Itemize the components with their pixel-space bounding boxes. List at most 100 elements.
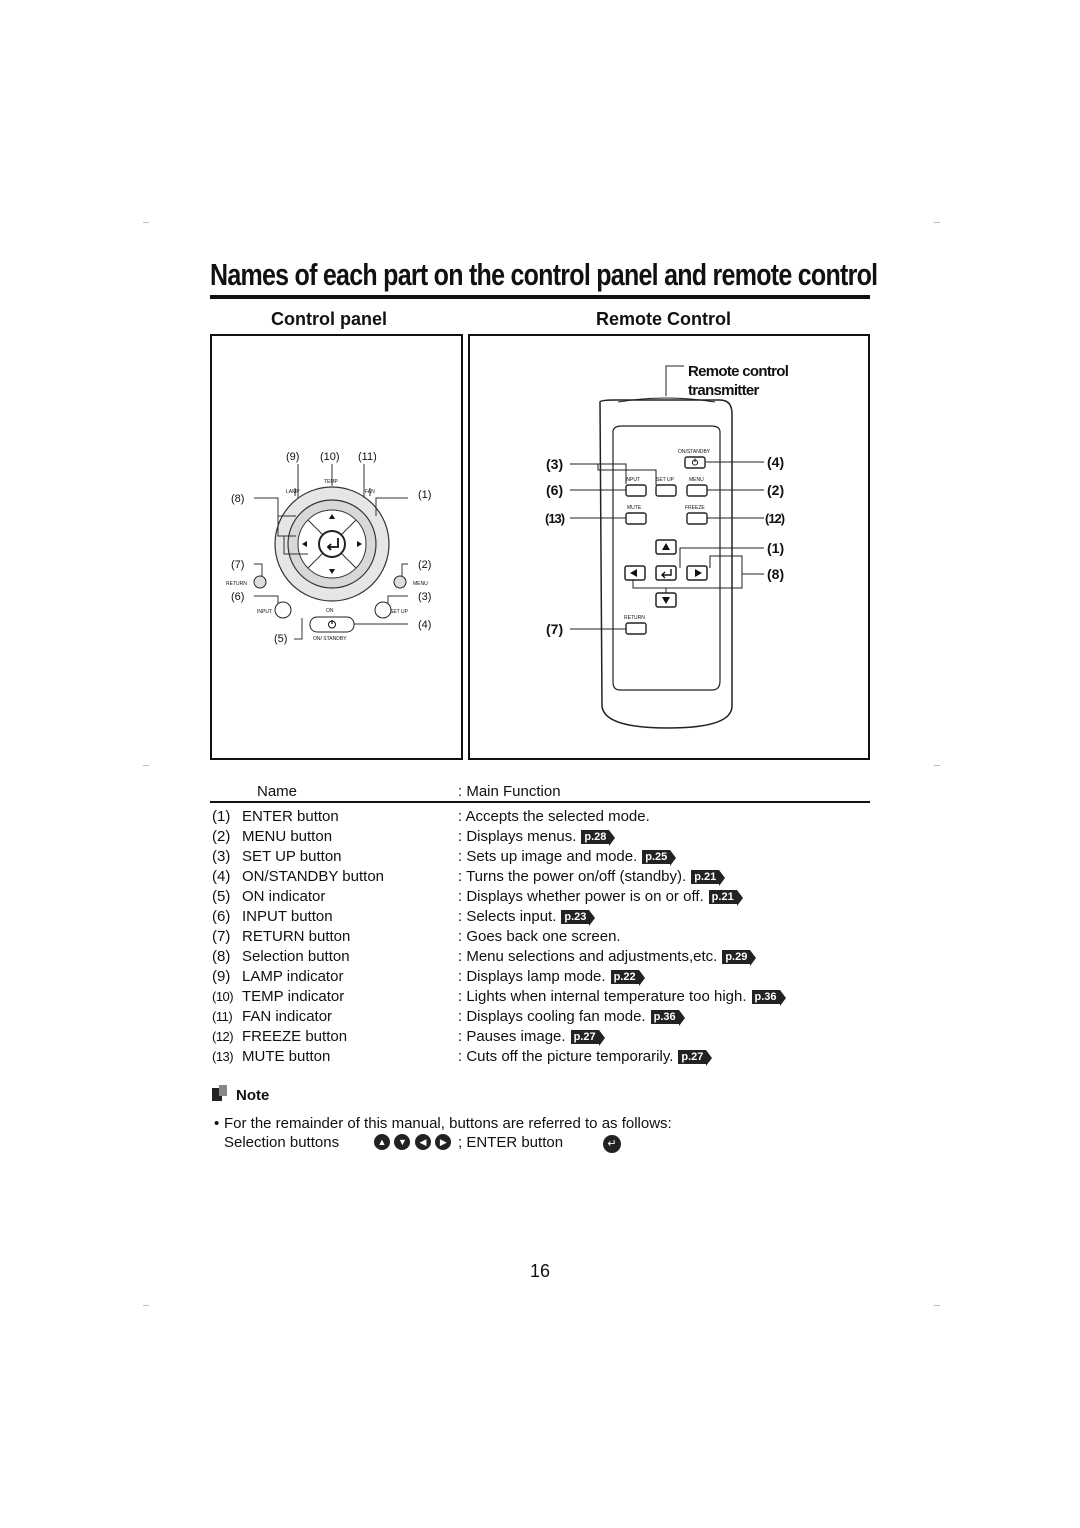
row-function: : Lights when internal temperature too h… bbox=[458, 988, 786, 1006]
row-function-text: : Sets up image and mode. bbox=[458, 848, 638, 865]
page-reference-link[interactable]: p.29 bbox=[722, 950, 757, 966]
remote-input-label: INPUT bbox=[625, 477, 640, 483]
enter-icon: ↵ bbox=[603, 1135, 621, 1153]
arrow-left-icon bbox=[302, 541, 307, 547]
lamp-label: LAMP bbox=[286, 489, 300, 495]
page-reference-link[interactable]: p.36 bbox=[751, 990, 786, 1006]
row-function: : Menu selections and adjustments,etc.p.… bbox=[458, 948, 757, 966]
transmitter-label-2: transmitter bbox=[688, 382, 760, 399]
setup-label: SET UP bbox=[390, 609, 409, 615]
remote-callout-13: (13) bbox=[545, 511, 565, 526]
row-function-text: : Displays lamp mode. bbox=[458, 968, 606, 985]
remote-on-standby-label: ON/STANDBY bbox=[678, 449, 711, 455]
callout-6: (6) bbox=[231, 591, 244, 603]
crop-mark bbox=[934, 765, 940, 766]
row-number: (13) bbox=[212, 1049, 234, 1064]
remote-menu-button bbox=[686, 484, 708, 497]
page-reference-link[interactable]: p.21 bbox=[708, 890, 743, 906]
page-reference-link[interactable]: p.22 bbox=[610, 970, 645, 986]
row-function-text: : Displays cooling fan mode. bbox=[458, 1008, 646, 1025]
row-name: ENTER button bbox=[242, 808, 339, 825]
remote-control-heading: Remote Control bbox=[596, 309, 731, 329]
row-name: ON/STANDBY button bbox=[242, 868, 385, 885]
page-reference-link[interactable]: p.23 bbox=[561, 910, 596, 926]
row-number: (4) bbox=[212, 868, 231, 885]
row-number: (8) bbox=[212, 948, 231, 965]
row-function: : Selects input.p.23 bbox=[458, 908, 596, 926]
row-function-text: : Turns the power on/off (standby). bbox=[458, 868, 687, 885]
row-function-text: : Menu selections and adjustments,etc. bbox=[458, 948, 718, 965]
power-icon bbox=[328, 620, 336, 629]
page-reference-link[interactable]: p.28 bbox=[581, 830, 616, 846]
row-name: TEMP indicator bbox=[242, 988, 345, 1005]
row-number: (3) bbox=[212, 848, 231, 865]
row-name: INPUT button bbox=[242, 908, 333, 925]
row-name: MUTE button bbox=[242, 1048, 331, 1065]
arrow-right-icon bbox=[695, 569, 702, 577]
remote-mute-button bbox=[625, 512, 647, 525]
row-number: (11) bbox=[212, 1009, 233, 1024]
row-function-text: : Cuts off the picture temporarily. bbox=[458, 1048, 674, 1065]
callout-1: (1) bbox=[418, 489, 431, 501]
arrow-down-icon bbox=[662, 597, 670, 604]
remote-menu-label: MENU bbox=[689, 477, 704, 483]
remote-return-button bbox=[625, 622, 647, 635]
transmitter-label-1: Remote control bbox=[688, 363, 789, 380]
page-reference-link[interactable]: p.27 bbox=[570, 1030, 605, 1046]
crop-mark bbox=[934, 1305, 940, 1306]
row-function-text: : Displays whether power is on or off. bbox=[458, 888, 704, 905]
control-panel-diagram: LAMP TEMP FAN RETURN MENU INPUT SET UP O… bbox=[226, 451, 431, 645]
row-number: (7) bbox=[212, 928, 231, 945]
row-number: (10) bbox=[212, 989, 234, 1004]
control-panel-box: LAMP TEMP FAN RETURN MENU INPUT SET UP O… bbox=[210, 334, 463, 760]
row-number: (5) bbox=[212, 888, 231, 905]
return-button bbox=[253, 575, 267, 589]
page-reference-link[interactable]: p.21 bbox=[691, 870, 726, 886]
row-function-text: : Accepts the selected mode. bbox=[458, 808, 650, 825]
on-standby-button bbox=[309, 616, 355, 633]
table-header-rule bbox=[210, 801, 870, 803]
note-text: For the remainder of this manual, button… bbox=[224, 1115, 672, 1132]
row-number: (12) bbox=[212, 1029, 234, 1044]
row-name: FAN indicator bbox=[242, 1008, 333, 1025]
row-function-text: : Goes back one screen. bbox=[458, 928, 621, 945]
selection-buttons-icons: ▲ ▼ ◀ ▶ bbox=[374, 1133, 452, 1151]
enter-icon bbox=[661, 569, 672, 579]
page-reference-link[interactable]: p.36 bbox=[650, 1010, 685, 1026]
crop-mark bbox=[143, 222, 149, 223]
row-function-text: : Pauses image. bbox=[458, 1028, 566, 1045]
arrow-down-icon bbox=[329, 569, 335, 574]
page-number: 16 bbox=[530, 1261, 551, 1281]
row-function: : Goes back one screen. bbox=[458, 928, 621, 945]
remote-callout-12: (12) bbox=[765, 511, 785, 526]
row-function-text: : Selects input. bbox=[458, 908, 557, 925]
note-icon bbox=[212, 1088, 222, 1101]
remote-callout-2: (2) bbox=[767, 482, 784, 498]
crop-mark bbox=[143, 765, 149, 766]
callout-2: (2) bbox=[418, 559, 431, 571]
page-reference-link[interactable]: p.25 bbox=[642, 850, 677, 866]
row-function: : Displays lamp mode.p.22 bbox=[458, 968, 645, 986]
remote-callout-6: (6) bbox=[546, 482, 563, 498]
menu-label: MENU bbox=[413, 581, 428, 587]
row-name: RETURN button bbox=[242, 928, 351, 945]
row-name: FREEZE button bbox=[242, 1028, 348, 1045]
remote-control-box: Remote control transmitter ON/STANDBY IN… bbox=[468, 334, 870, 760]
row-name: Selection button bbox=[242, 948, 350, 965]
remote-callout-1: (1) bbox=[767, 540, 784, 556]
row-function: : Displays whether power is on or off.p.… bbox=[458, 888, 743, 906]
note-icon-shade bbox=[219, 1085, 227, 1096]
control-panel-heading: Control panel bbox=[271, 309, 387, 329]
note-heading: Note bbox=[236, 1087, 270, 1104]
power-icon bbox=[691, 458, 699, 466]
remote-setup-button bbox=[655, 484, 677, 497]
remote-control-diagram: Remote control transmitter ON/STANDBY IN… bbox=[545, 363, 789, 729]
callout-3: (3) bbox=[418, 591, 431, 603]
page-reference-link[interactable]: p.27 bbox=[678, 1050, 713, 1066]
remote-input-button bbox=[625, 484, 647, 497]
menu-button bbox=[393, 575, 407, 589]
remote-freeze-button bbox=[686, 512, 708, 525]
row-function: : Displays cooling fan mode.p.36 bbox=[458, 1008, 685, 1026]
remote-freeze-label: FREEZE bbox=[685, 505, 705, 511]
remote-setup-label: SET UP bbox=[656, 477, 675, 483]
